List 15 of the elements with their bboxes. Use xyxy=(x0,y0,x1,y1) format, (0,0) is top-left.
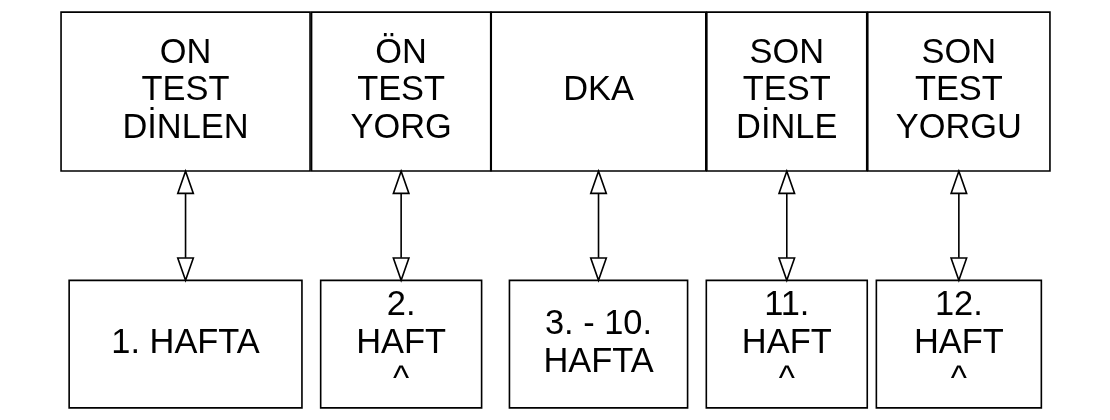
node-box: SON TEST YORGU xyxy=(866,11,1051,172)
arrow xyxy=(949,168,968,283)
node-box: 1. HAFTA xyxy=(67,279,303,409)
node-box: ON TEST DİNLEN xyxy=(59,11,311,172)
node-box: 3. - 10. HAFTA xyxy=(508,279,688,409)
arrow xyxy=(391,168,410,283)
node-box: ÖN TEST YORG xyxy=(310,11,492,172)
node-box: 11. HAFT ^ xyxy=(705,279,868,409)
arrow xyxy=(176,168,194,283)
arrow xyxy=(589,168,607,283)
node-box: SON TEST DİNLE xyxy=(705,11,868,172)
node-box: 12. HAFT ^ xyxy=(875,279,1042,409)
arrow xyxy=(777,168,796,283)
node-box: DKA xyxy=(489,11,707,172)
node-box: 2. HAFT ^ xyxy=(319,279,482,409)
